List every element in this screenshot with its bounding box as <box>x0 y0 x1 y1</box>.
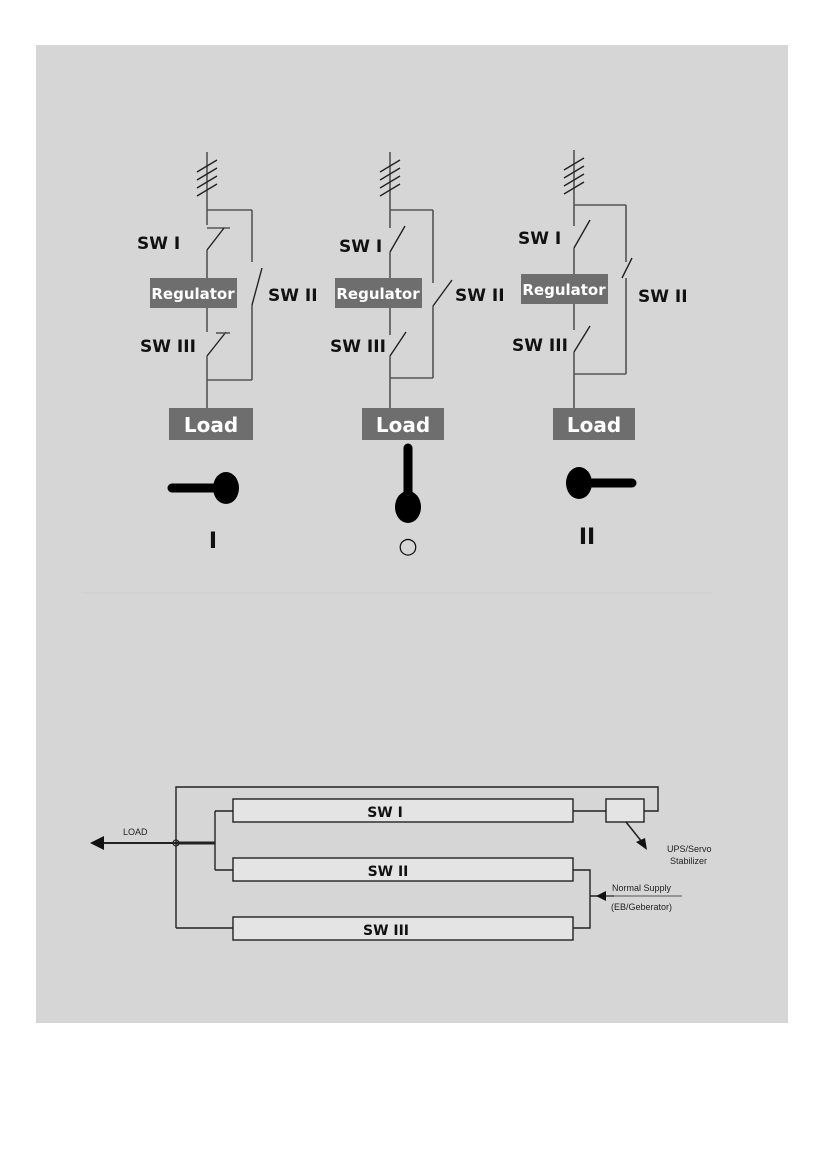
ups-box <box>605 798 645 823</box>
ground-hatch-icon <box>196 152 218 210</box>
arrow-left-icon <box>596 891 606 901</box>
load-label: Load <box>184 413 238 437</box>
sw2-contact <box>251 267 263 306</box>
sw1-bar <box>232 798 574 823</box>
sw3-contact <box>206 331 227 357</box>
sw1-label: SW I <box>518 229 561 249</box>
regulator-box <box>521 274 608 304</box>
sw2-contact <box>621 257 633 279</box>
regulator-label: Regulator <box>522 281 606 299</box>
selector-knob-icon <box>566 467 637 499</box>
sw3-contact <box>573 325 591 353</box>
arrow-left-icon <box>90 836 104 850</box>
sw2-label: SW II <box>268 286 318 306</box>
sw1-label: SW I <box>137 234 180 254</box>
position-label: I <box>209 529 217 554</box>
sw1-label: SW I <box>339 237 382 257</box>
sw1-contact <box>389 225 406 253</box>
schematic-3: Regulator SW I SW II SW III Load II <box>512 150 688 550</box>
load-label: LOAD <box>123 827 148 837</box>
load-box <box>553 408 635 440</box>
ups-label-line1: UPS/Servo <box>667 844 712 854</box>
sw3-contact <box>389 331 407 357</box>
ground-hatch-icon <box>563 150 585 205</box>
sw1-contact <box>206 227 225 251</box>
sw3-bar-label: SW III <box>363 923 409 939</box>
regulator-label: Regulator <box>151 285 235 303</box>
sw3-label: SW III <box>330 337 386 357</box>
position-label: ○ <box>398 534 417 559</box>
load-box <box>169 408 253 440</box>
sw3-label: SW III <box>140 337 196 357</box>
load-box <box>362 408 444 440</box>
selector-knob-icon <box>395 443 421 523</box>
sw2-bar-label: SW II <box>368 864 409 880</box>
load-label: Load <box>567 413 621 437</box>
schematic-2: Regulator SW I SW II SW III Load ○ <box>330 152 505 559</box>
sw2-contact <box>432 279 453 307</box>
schematic-1: Regulator SW I SW II SW III Load I <box>137 152 318 554</box>
ups-label-line2: Stabilizer <box>670 856 707 866</box>
position-label: II <box>579 525 595 550</box>
sw1-contact <box>573 219 591 249</box>
sw3-label: SW III <box>512 336 568 356</box>
regulator-box <box>335 278 422 308</box>
ground-hatch-icon <box>379 152 401 210</box>
sw2-label: SW II <box>638 287 688 307</box>
supply-label-line1: Normal Supply <box>612 883 672 893</box>
supply-label-line2: (EB/Geberator) <box>611 902 672 912</box>
load-label: Load <box>376 413 430 437</box>
regulator-label: Regulator <box>336 285 420 303</box>
sw1-bar-label: SW I <box>367 805 403 821</box>
bus-diagram: LOAD SW I SW II SW III UPS/Servo Stabili… <box>90 786 712 941</box>
sw2-label: SW II <box>455 286 505 306</box>
arrow-down-right-icon <box>636 838 647 850</box>
selector-knob-icon <box>167 472 239 504</box>
regulator-box <box>150 278 237 308</box>
